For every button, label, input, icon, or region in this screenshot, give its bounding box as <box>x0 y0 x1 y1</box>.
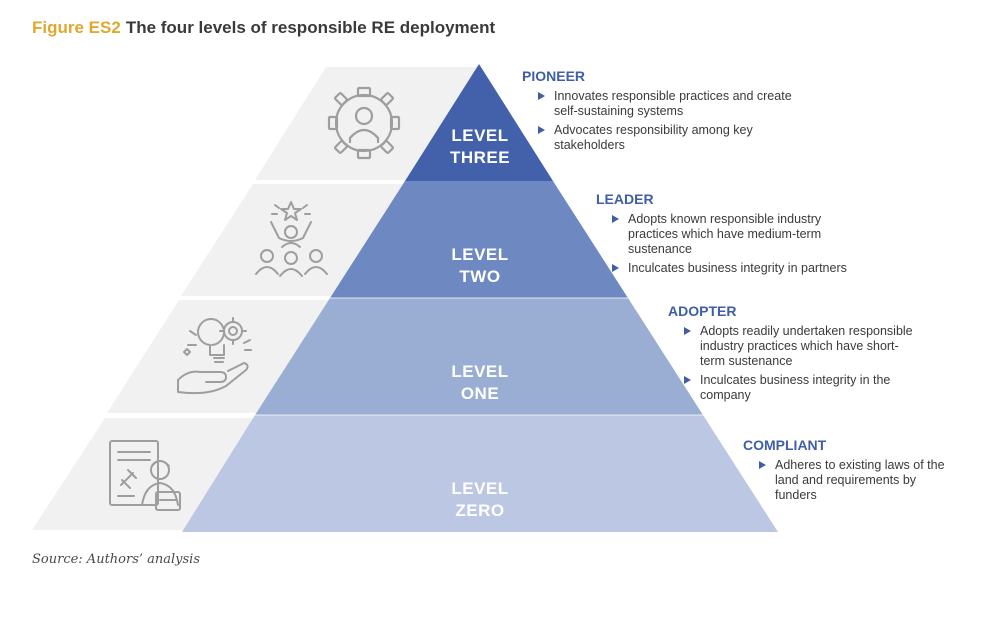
bullet-arrow-icon <box>612 215 619 223</box>
level-three-line2: THREE <box>449 148 511 167</box>
level-label-three: LEVEL THREE <box>420 125 540 169</box>
level-label-zero: LEVEL ZERO <box>420 478 540 522</box>
level-label-one: LEVEL ONE <box>420 361 540 405</box>
tier-adopter-item: Adopts readily undertaken responsible in… <box>684 324 915 369</box>
tier-pioneer-item: Innovates responsible practices and crea… <box>538 89 792 119</box>
source-note: Source: Authors’ analysis <box>32 552 201 567</box>
figure-caption: The four levels of responsible RE deploy… <box>125 18 496 37</box>
level-label-two: LEVEL TWO <box>420 244 540 288</box>
level-three-line1: LEVEL <box>451 126 509 145</box>
level-zero-line2: ZERO <box>455 501 505 520</box>
tier-leader-item: Inculcates business integrity in partner… <box>612 261 886 276</box>
tier-adopter: ADOPTER Adopts readily undertaken respon… <box>668 303 936 407</box>
level-one-line2: ONE <box>460 384 500 403</box>
tier-leader-item: Adopts known responsible industry practi… <box>612 212 858 257</box>
tier-adopter-title: ADOPTER <box>668 303 737 319</box>
bullet-arrow-icon <box>759 461 766 469</box>
bullet-arrow-icon <box>684 376 691 384</box>
tier-compliant: COMPLIANT Adheres to existing laws of th… <box>743 437 953 507</box>
gear-person-icon <box>327 86 401 160</box>
level-one-line1: LEVEL <box>451 362 509 381</box>
figure-number: Figure ES2 <box>32 18 121 37</box>
level-two-line2: TWO <box>459 267 501 286</box>
tier-pioneer-title: PIONEER <box>522 68 586 84</box>
pyramid-level-one <box>255 298 703 415</box>
bullet-arrow-icon <box>538 92 545 100</box>
pyramid-level-two <box>330 181 628 298</box>
tier-compliant-item: Adheres to existing laws of the land and… <box>759 458 945 503</box>
law-document-icon <box>109 440 181 511</box>
team-star-icon <box>255 201 328 277</box>
level-two-line1: LEVEL <box>451 245 509 264</box>
tier-leader: LEADER Adopts known responsible industry… <box>596 191 886 280</box>
level-zero-line1: LEVEL <box>451 479 509 498</box>
bullet-arrow-icon <box>538 126 545 134</box>
bullet-arrow-icon <box>612 264 619 272</box>
lightbulb-hand-icon <box>177 317 252 395</box>
tier-adopter-item: Inculcates business integrity in the com… <box>684 373 915 403</box>
tier-pioneer-item: Advocates responsibility among key stake… <box>538 123 792 153</box>
pyramid-level-three <box>405 64 553 181</box>
pyramid-level-zero <box>182 415 778 532</box>
tier-leader-title: LEADER <box>596 191 654 207</box>
tier-pioneer: PIONEER Innovates responsible practices … <box>522 68 792 157</box>
bullet-arrow-icon <box>684 327 691 335</box>
tier-compliant-title: COMPLIANT <box>743 437 827 453</box>
